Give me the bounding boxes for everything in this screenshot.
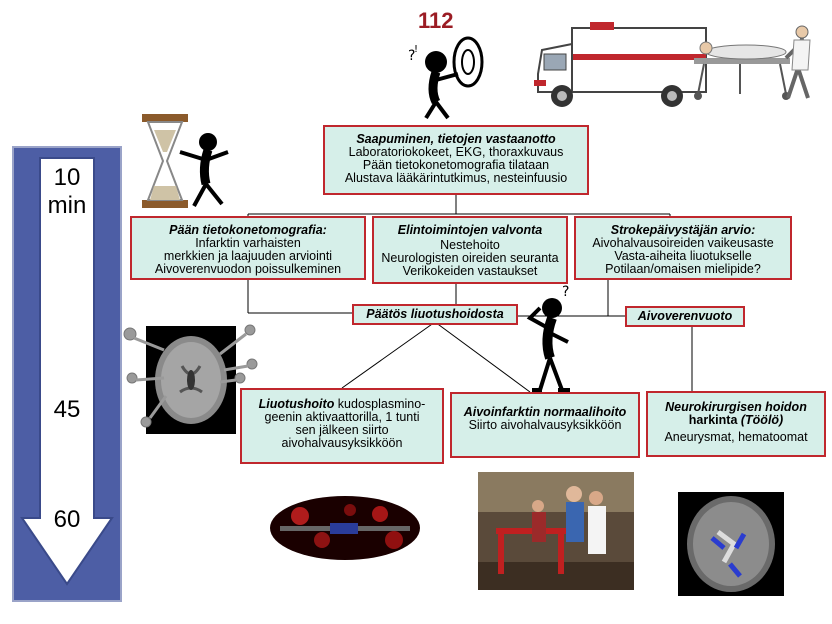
- neurosurgery-title-2-prefix: harkinta: [688, 413, 741, 427]
- arrival-line-2: Pään tietokonetomografia tilataan: [362, 158, 550, 172]
- emergency-number: 112: [418, 8, 454, 33]
- arrival-line-3: Alustava lääkärintutkimus, nesteinfuusio: [344, 171, 568, 185]
- neurosurgery-title-1: Neurokirurgisen hoidon: [665, 400, 807, 414]
- thrombolysis-line-3: aivohalvausyksikköön: [281, 436, 403, 450]
- thrombolysis-title-suffix: kudosplasmino-: [334, 397, 426, 411]
- vitals-box: Elintoimintojen valvonta Nestehoito Neur…: [372, 216, 568, 284]
- neurosurgery-box: Neurokirurgisen hoidon harkinta (Töölö) …: [646, 391, 826, 457]
- neurosurgery-title-2-italic: (Töölö): [740, 413, 784, 427]
- phone-caller-figure: ? !: [408, 36, 484, 120]
- stroke-eval-box: Strokepäivystäjän arvio: Aivohalvausoire…: [574, 216, 792, 280]
- ct-line-3: Aivoverenvuodon poissulkeminen: [154, 262, 342, 276]
- hemorrhage-label: Aivoverenvuoto: [625, 306, 745, 327]
- brain-ct-scan: [146, 326, 236, 434]
- timeline-unit: min: [47, 192, 87, 219]
- thrombolysis-box: Liuotushoito kudosplasmino- geenin aktiv…: [240, 388, 444, 464]
- hourglass-figure: [142, 114, 229, 208]
- thrombolysis-line-1: geenin aktivaattorilla, 1 tunti: [264, 410, 420, 424]
- stroke-eval-line-1: Aivohalvausoireiden vaikeusaste: [592, 236, 774, 250]
- ambulance-illustration: [534, 22, 707, 107]
- timeline-arrow: [20, 157, 114, 586]
- stroke-eval-line-3: Potilaan/omaisen mielipide?: [605, 262, 761, 276]
- normal-care-box: Aivoinfarktin normaalihoito Siirto aivoh…: [450, 392, 640, 458]
- stroke-eval-line-2: Vasta-aiheita liuotukselle: [614, 249, 752, 263]
- timeline-label-45: 45: [53, 396, 81, 423]
- rehabilitation-photo: [478, 472, 634, 590]
- arrival-box: Saapuminen, tietojen vastaanotto Laborat…: [323, 125, 589, 195]
- thrombolysis-line-2: sen jälkeen siirto: [295, 423, 389, 437]
- vitals-line-1: Nestehoito: [440, 238, 500, 252]
- thrombolysis-title: Liuotushoito: [258, 397, 335, 411]
- arrival-title: Saapuminen, tietojen vastaanotto: [356, 132, 556, 146]
- svg-text:?: ?: [408, 48, 415, 64]
- thrombolysis-line-0: Liuotushoito kudosplasmino-: [242, 398, 442, 411]
- vitals-line-2: Neurologisten oireiden seuranta: [381, 251, 559, 265]
- vitals-title: Elintoimintojen valvonta: [397, 223, 543, 237]
- normal-care-line-1: Siirto aivohalvausyksikköön: [468, 418, 622, 432]
- stretcher-patient-illustration: [694, 25, 811, 100]
- ct-title: Pään tietokonetomografia:: [169, 223, 327, 237]
- normal-care-title: Aivoinfarktin normaalihoito: [463, 405, 627, 419]
- arrival-line-1: Laboratoriokokeet, EKG, thoraxkuvaus: [348, 145, 564, 159]
- ct-line-1: Infarktin varhaisten: [195, 236, 301, 250]
- timeline-label-10: 10: [53, 164, 81, 191]
- ct-box: Pään tietokonetomografia: Infarktin varh…: [130, 216, 366, 280]
- vitals-line-3: Verikokeiden vastaukset: [402, 264, 538, 278]
- ct-pointer-markers: [123, 324, 258, 428]
- blood-cells-photo: [270, 496, 420, 560]
- timeline-label-60: 60: [53, 506, 81, 533]
- decision-label: Päätös liuotushoidosta: [352, 304, 518, 325]
- svg-text:?: ?: [562, 284, 569, 300]
- hemorrhage-ct-scan: [678, 492, 784, 596]
- svg-text:!: !: [414, 44, 418, 55]
- timeline-panel: 10 min 45 60: [12, 146, 122, 602]
- stroke-eval-title: Strokepäivystäjän arvio:: [610, 223, 756, 237]
- thinking-figure: ?: [526, 284, 570, 392]
- neurosurgery-line-1: Aneurysmat, hematoomat: [664, 430, 808, 444]
- neurosurgery-title-2: harkinta (Töölö): [648, 414, 824, 427]
- ct-line-2: merkkien ja laajuuden arviointi: [163, 249, 333, 263]
